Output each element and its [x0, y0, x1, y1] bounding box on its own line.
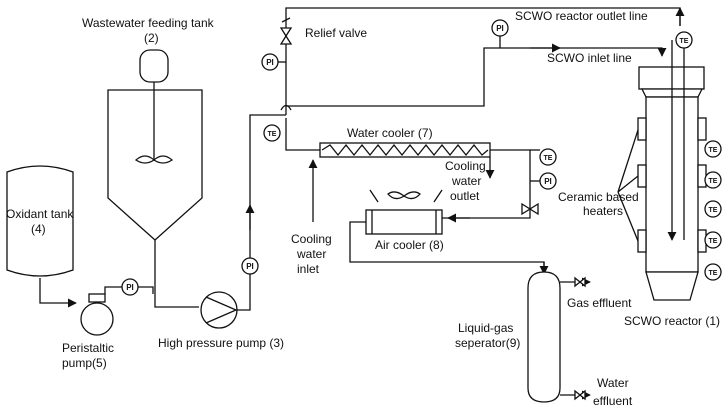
oxidant-tank-label: Oxidant tank: [6, 207, 74, 221]
svg-text:TE: TE: [680, 38, 689, 45]
reactor-product-line: [285, 118, 320, 151]
pressure-indicator-relief: PI: [261, 53, 279, 71]
svg-text:PI: PI: [496, 24, 504, 33]
heaters-label-line1: Ceramic based: [558, 190, 639, 204]
air-cooler: [365, 189, 443, 235]
reactor-label: SCWO reactor (1): [624, 314, 720, 328]
oxidant-tank: [6, 165, 74, 277]
relief-valve-label: Relief valve: [305, 26, 367, 40]
pressure-indicator-inlet: PI: [491, 19, 509, 37]
heaters-label-line2: heaters: [583, 204, 623, 218]
scwo-inlet-line-label: SCWO inlet line: [547, 51, 632, 65]
oxidant-tank-number: (4): [31, 222, 46, 236]
temperature-element-reactor-4: TE: [704, 231, 722, 249]
temperature-element-reactor-3: TE: [704, 200, 722, 218]
cooling-water-inlet-line1: Cooling: [291, 232, 332, 246]
temperature-element-reactor-1: TE: [704, 140, 722, 158]
svg-text:TE: TE: [268, 131, 277, 138]
high-pressure-pump: [200, 291, 238, 329]
svg-text:PI: PI: [126, 283, 134, 292]
high-pressure-pump-label: High pressure pump (3): [158, 336, 284, 350]
wastewater-feeding-tank: [107, 49, 203, 241]
temperature-element-cooler-outlet: TE: [539, 148, 557, 166]
water-cooler-label: Water cooler (7): [347, 126, 433, 140]
feed-tank-number: (2): [144, 31, 159, 45]
peristaltic-pump: [80, 293, 114, 336]
cooling-water-outlet-line3: outlet: [450, 189, 480, 203]
ceramic-heater-1: [637, 117, 707, 141]
pressure-indicator-pump: PI: [241, 257, 259, 275]
temperature-element-cooler-inlet: TE: [263, 124, 281, 142]
svg-text:TE: TE: [709, 178, 718, 185]
temperature-element-reactor-top: TE: [675, 31, 693, 49]
peristaltic-pump-number: pump(5): [62, 356, 107, 370]
water-cooler: [319, 142, 491, 158]
feed-tank-label: Wastewater feeding tank: [82, 16, 215, 30]
feed-tank-outlet-line: [154, 240, 199, 308]
water-effluent-label-line2: effluent: [593, 394, 633, 408]
water-effluent-valve: [574, 389, 586, 401]
svg-text:PI: PI: [544, 177, 552, 186]
fan-icon: [387, 191, 421, 200]
air-cooler-label: Air cooler (8): [375, 238, 444, 252]
cooling-water-outlet-line2: water: [451, 174, 481, 188]
temperature-element-reactor-2: TE: [704, 171, 722, 189]
gas-effluent-valve: [574, 276, 586, 288]
liquid-gas-separator: [527, 271, 561, 403]
svg-text:TE: TE: [709, 270, 718, 277]
pressure-indicator-oxidant: PI: [121, 278, 139, 296]
separator-label-line2: seperator(9): [455, 336, 520, 350]
temperature-element-reactor-5: TE: [704, 263, 722, 281]
cooling-water-inlet-line2: water: [296, 247, 326, 261]
svg-text:TE: TE: [544, 155, 553, 162]
peristaltic-pump-label: Peristaltic: [62, 341, 114, 355]
water-effluent-label-line1: Water: [597, 376, 629, 390]
pressure-indicator-cooler: PI: [539, 172, 557, 190]
cooler-control-valve: [521, 202, 539, 216]
gas-effluent-label: Gas effluent: [567, 296, 632, 310]
separator-label-line1: Liquid-gas: [458, 321, 513, 335]
cooler-to-air-cooler-line: [490, 149, 531, 210]
reactor-outlet-line-label: SCWO reactor outlet line: [515, 9, 648, 23]
svg-text:PI: PI: [246, 262, 254, 271]
svg-text:TE: TE: [709, 238, 718, 245]
svg-text:PI: PI: [266, 58, 274, 67]
oxidant-outlet-line: [39, 278, 77, 308]
cooling-water-outlet-line1: Cooling: [445, 159, 486, 173]
relief-valve: [279, 17, 293, 45]
cooling-water-inlet-line3: inlet: [297, 262, 320, 276]
hp-pump-discharge-line: [237, 114, 286, 311]
svg-text:TE: TE: [709, 207, 718, 214]
heater-callout-lines: [617, 129, 639, 242]
svg-text:TE: TE: [709, 147, 718, 154]
scwo-reactor: [638, 39, 705, 301]
air-cooler-inlet-line: [440, 209, 531, 219]
